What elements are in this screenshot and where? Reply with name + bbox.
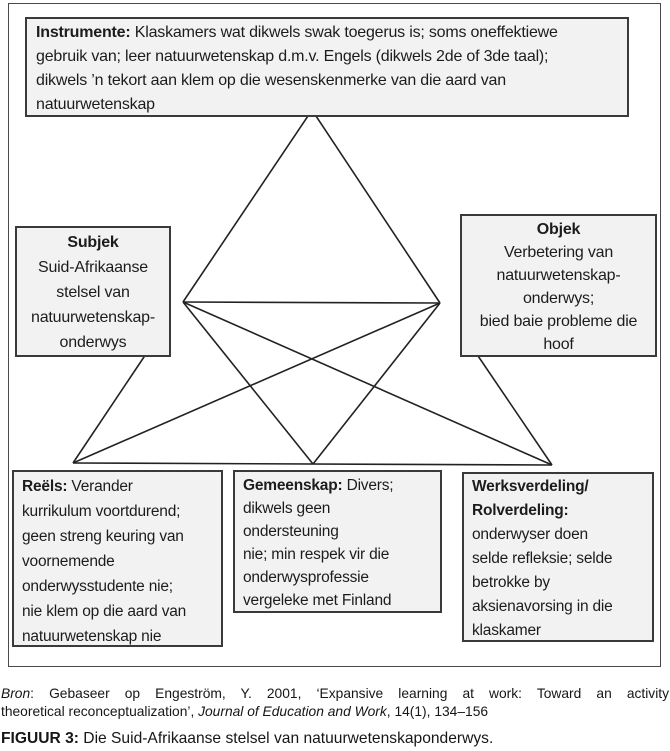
- line-object-division: [473, 349, 553, 466]
- line-subject-community: [182, 301, 314, 465]
- object-label: Objek: [536, 221, 581, 238]
- line-instruments-object: [311, 109, 441, 304]
- division-of-labour-box: Werksverdeling/Rolverdeling: onderwyser …: [462, 472, 654, 642]
- source-caption-line1: Bron: Gebaseer op Engeström, Y. 2001, ‘E…: [1, 686, 669, 701]
- line-object-community: [312, 302, 441, 465]
- line-subject-object: [182, 301, 441, 304]
- source-caption: Bron: Gebaseer op Engeström, Y. 2001, ‘E…: [1, 685, 669, 720]
- line-subject-division: [182, 301, 553, 466]
- instruments-label: Instrumente:: [36, 24, 131, 41]
- rules-label: Reëls:: [22, 478, 68, 495]
- line-subject-rules: [72, 347, 151, 464]
- subject-label: Subjek: [67, 234, 119, 251]
- line-rules-division: [72, 462, 553, 466]
- division-of-labour-label: Werksverdeling/Rolverdeling:: [472, 478, 589, 519]
- figure-caption: FIGUUR 3: Die Suid-Afrikaanse stelsel va…: [1, 730, 494, 747]
- instruments-text: Klaskamers wat dikwels swak toegerus is;…: [36, 24, 558, 113]
- source-caption-line2: theoretical reconceptualization’, Journa…: [1, 703, 489, 719]
- community-label: Gemeenskap:: [243, 477, 343, 494]
- line-instruments-subject: [182, 109, 313, 303]
- instruments-box: Instrumente: Klaskamers wat dikwels swak…: [25, 17, 629, 117]
- line-object-rules: [72, 302, 441, 464]
